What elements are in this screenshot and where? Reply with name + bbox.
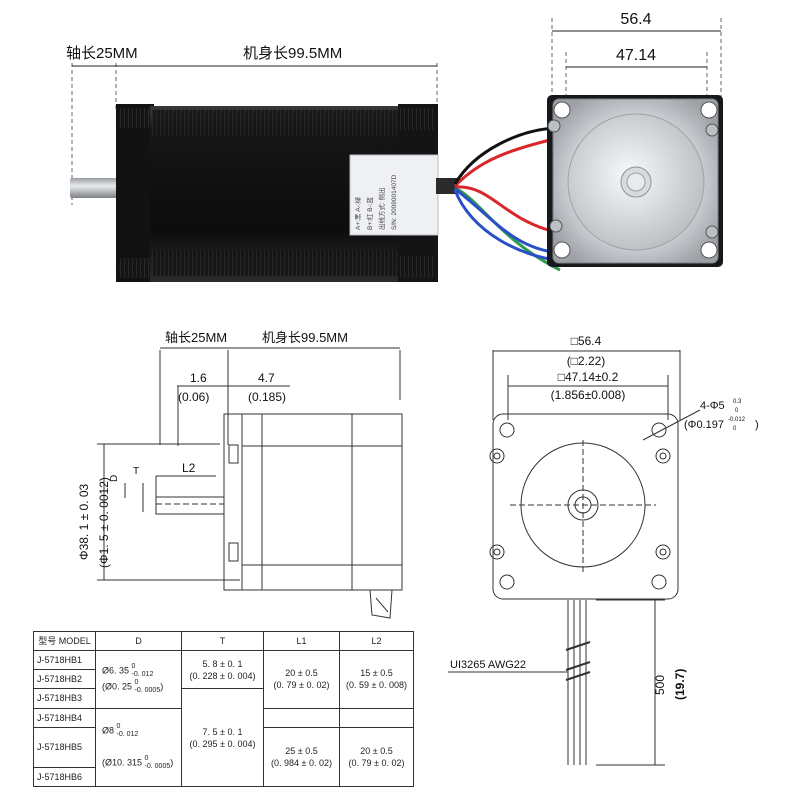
front-holes-inch: (1.856±0.008) [551,388,626,402]
d1-inch-tol-lower: -0. 0005 [134,687,161,695]
front-mount-hole-inch: (Φ0.197 [684,419,724,431]
front-square: □56.4 [571,334,602,348]
table-row: J-5718HB6 [33,766,414,788]
t-cell-group-2: 7. 5 ± 0. 1 (0. 295 ± 0. 004) [181,688,264,787]
sticker-line-3: 出线方式: 侧出 [377,187,386,230]
l2b-inch: (0. 79 ± 0. 02) [348,757,405,768]
d1-inch-close: ) [160,681,164,692]
front-mount-hole-inch-close: ) [755,419,759,431]
l1-cell-group-1: 20 ± 0.5 (0. 79 ± 0. 02) [263,650,340,709]
sticker-line-4: S/N: 2009001407D [391,174,398,230]
table-header-row: 型号 MODEL D T L1 L2 [33,631,414,651]
d2-inch-close: ) [170,757,174,768]
side-shaft-label: 轴长25MM [165,330,227,345]
header-model: 型号 MODEL [33,631,96,651]
t1-main: 5. 8 ± 0. 1 [202,658,243,669]
model-cell: J-5718HB2 [33,669,96,690]
l1a-inch: (0. 79 ± 0. 02) [273,680,330,691]
photo-face-holes: 47.14 [616,47,656,64]
t2-inch: (0. 295 ± 0. 004) [189,738,256,749]
side-pilot-dia-inch: (Φ1. 5 ± 0. 0012) [97,477,111,568]
front-holes: □47.14±0.2 [558,370,619,384]
d1-tol-lower: -0. 012 [131,671,154,679]
label-sticker [349,154,439,236]
side-l2: L2 [182,461,196,475]
photo-shaft-label: 轴长25MM [66,45,138,62]
side-view-drawing [97,347,403,619]
side-body-label: 机身长99.5MM [262,330,348,345]
d1-inch-tol-upper: 0 [134,679,139,687]
table-row: J-5718HB3 7. 5 ± 0. 1 (0. 295 ± 0. 004) [33,688,414,787]
l2a-inch: (0. 59 ± 0. 008) [346,680,407,691]
t1-inch: (0. 228 ± 0. 004) [189,670,256,681]
header-l1: L1 [263,631,340,651]
l2-cell-b4: 20 ± 0.5 (0. 79 ± 0. 02) [339,726,414,788]
sticker-line-1: A+:黑 A-:绿 [353,196,362,230]
d2-inch-tol-lower: -0. 0005 [144,763,171,771]
t2-main: 7. 5 ± 0. 1 [202,726,243,737]
model-cell: J-5718HB5 [33,726,96,768]
side-dim-1-inch: (0.06) [178,390,209,404]
front-mount-hole-inch-tol-lower: 0 [733,426,737,432]
spec-table: 型号 MODEL D T L1 L2 J-5718HB1 Ø6. 35 0 -0… [33,631,414,788]
d1-main: Ø6. 35 [102,665,130,676]
d2-tol-lower: -0. 012 [116,731,139,739]
model-cell: J-5718HB4 [33,707,96,728]
l1-cell-group-2: 25 ± 0.5 (0. 984 ± 0. 02) [263,726,340,788]
d2-tol-upper: 0 [116,723,121,731]
table-row: J-5718HB1 Ø6. 35 0 -0. 012 (Ø0. 25 0 -0.… [33,649,414,709]
photo-face-outer: 56.4 [620,11,651,28]
header-t: T [181,631,264,651]
header-d: D [95,631,182,651]
side-t: T [133,466,139,477]
sticker-line-2: B+:红 B-:蓝 [365,196,374,230]
l1a-main: 20 ± 0.5 [285,668,318,679]
front-square-inch: (□2.22) [567,354,606,368]
front-mount-hole: 4-Φ5 [700,400,725,412]
front-mount-hole-inch-tol-upper: -0.012 [728,417,746,423]
front-view-labels: □56.4 (□2.22) □47.14±0.2 (1.856±0.008) 4… [450,334,759,700]
d2-inch: (Ø10. 315 [102,757,143,768]
t-cell-group-1: 5. 8 ± 0. 1 (0. 228 ± 0. 004) [181,649,264,690]
d1-tol-upper: 0 [131,663,136,671]
header-l2: L2 [339,631,414,651]
front-mount-hole-tol-lower: 0 [735,408,739,414]
front-lead-length-inch: (19.7) [673,669,687,700]
side-dim-2-inch: (0.185) [248,390,286,404]
front-lead-length: 500 [653,675,667,695]
model-cell: J-5718HB3 [33,688,96,709]
d-cell-group-2: Ø8 0 -0. 012 (Ø10. 315 0 -0. 0005) [95,707,182,788]
l2b-main: 20 ± 0.5 [360,745,393,756]
model-cell: J-5718HB1 [33,649,96,671]
d2-inch-tol-upper: 0 [144,755,149,763]
d2-main: Ø8 [102,725,115,736]
l2-cell-b1: 15 ± 0.5 (0. 59 ± 0. 008) [339,650,414,709]
side-d: D [109,475,120,482]
motor-photo-side: 轴长25MM 机身长99.5MM A+:黑 A-:绿 B+:红 B-:蓝 出线方… [66,45,576,282]
d-cell-group-1: Ø6. 35 0 -0. 012 (Ø0. 25 0 -0. 0005) [95,650,182,709]
l2a-main: 15 ± 0.5 [360,668,393,679]
l1-cell-empty [263,707,340,728]
model-cell: J-5718HB6 [33,766,96,788]
side-dim-1: 1.6 [190,371,207,385]
front-wire-spec: UI3265 AWG22 [450,659,526,671]
side-dim-2: 4.7 [258,371,275,385]
d1-inch: (Ø0. 25 [102,681,133,692]
front-mount-hole-tol-upper: 0.3 [733,399,742,405]
photo-body-label: 机身长99.5MM [243,45,342,62]
table-row: J-5718HB4 Ø8 0 -0. 012 (Ø10. 315 0 -0. 0… [33,707,414,788]
side-view-labels: 轴长25MM 机身长99.5MM 1.6 (0.06) 4.7 (0.185) … [77,330,348,568]
l1b-inch: (0. 984 ± 0. 02) [271,757,332,768]
motor-photo-front: 56.4 47.14 [547,11,723,267]
table-row: J-5718HB5 25 ± 0.5 (0. 984 ± 0. 02) 20 ±… [33,726,414,788]
side-pilot-dia: Φ38. 1 ± 0. 03 [77,483,91,560]
front-view-drawing [448,350,701,766]
l2-cell-empty [339,707,414,728]
l1b-main: 25 ± 0.5 [285,745,318,756]
